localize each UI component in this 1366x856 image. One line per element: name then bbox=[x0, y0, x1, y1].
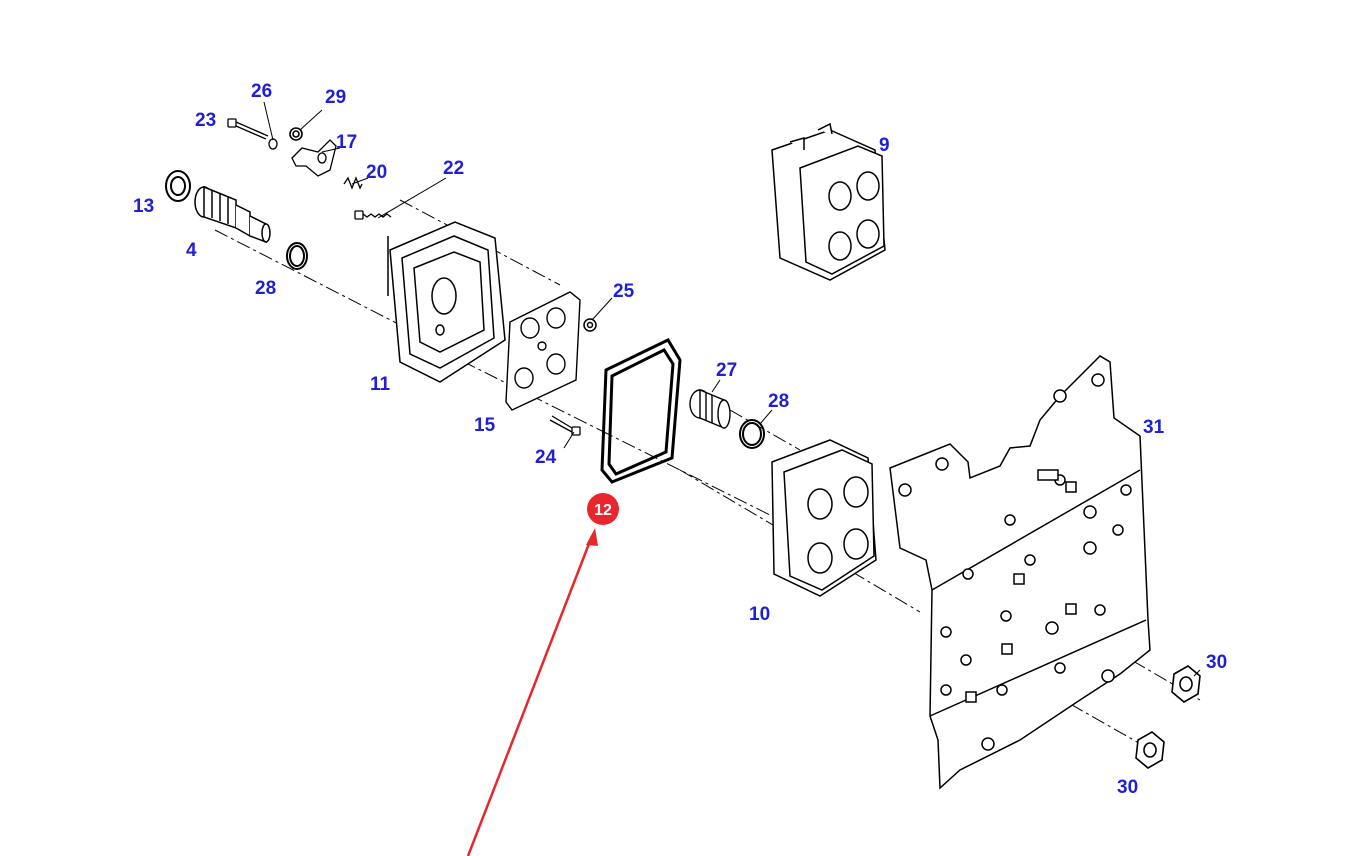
label-part-28-right[interactable]: 28 bbox=[768, 391, 789, 412]
part-13-seal-ring bbox=[165, 170, 191, 202]
label-part-24[interactable]: 24 bbox=[535, 447, 557, 468]
part-24-screw bbox=[549, 415, 581, 436]
label-part-22[interactable]: 22 bbox=[443, 158, 464, 179]
part-25-nut bbox=[583, 318, 597, 332]
label-part-31[interactable]: 31 bbox=[1143, 417, 1165, 438]
part-22-screw bbox=[354, 210, 392, 220]
part-4-connector bbox=[194, 185, 271, 244]
part-28-o-ring-left bbox=[286, 242, 308, 270]
part-11-housing bbox=[387, 221, 506, 383]
label-part-15[interactable]: 15 bbox=[474, 415, 496, 436]
label-part-17[interactable]: 17 bbox=[336, 132, 357, 153]
part-12-gasket bbox=[600, 338, 682, 484]
part-23-screw bbox=[227, 118, 269, 140]
label-part-13[interactable]: 13 bbox=[133, 196, 154, 217]
part-30-nut-upper bbox=[1171, 665, 1201, 703]
label-part-23[interactable]: 23 bbox=[195, 110, 216, 131]
part-26-washer bbox=[268, 138, 278, 150]
label-part-30-lower[interactable]: 30 bbox=[1117, 777, 1138, 798]
label-part-30-upper[interactable]: 30 bbox=[1206, 652, 1227, 673]
part-15-plate bbox=[505, 291, 581, 411]
label-part-27[interactable]: 27 bbox=[716, 360, 737, 381]
part-27-fitting bbox=[689, 388, 731, 430]
label-part-10[interactable]: 10 bbox=[749, 604, 770, 625]
label-part-11[interactable]: 11 bbox=[370, 374, 391, 395]
label-part-29[interactable]: 29 bbox=[325, 87, 346, 108]
highlight-arrow bbox=[466, 528, 598, 856]
part-labels: 23 26 29 17 20 22 13 4 28 11 25 15 24 27… bbox=[133, 81, 1227, 798]
label-part-9[interactable]: 9 bbox=[879, 135, 890, 156]
label-part-4[interactable]: 4 bbox=[186, 240, 197, 261]
part-30-nut-lower bbox=[1135, 731, 1165, 769]
part-31-mounting-frame bbox=[889, 355, 1151, 790]
part-10-valve-block bbox=[771, 439, 877, 597]
highlight-callout-badge[interactable]: 12 bbox=[587, 493, 619, 525]
part-28-o-ring-right bbox=[739, 419, 765, 449]
part-9-valve-block bbox=[771, 122, 886, 281]
label-part-20[interactable]: 20 bbox=[366, 162, 387, 183]
callout-number: 12 bbox=[594, 502, 612, 519]
label-part-25[interactable]: 25 bbox=[613, 281, 635, 302]
part-17-bracket bbox=[291, 139, 337, 177]
label-part-28-left[interactable]: 28 bbox=[255, 278, 276, 299]
part-29-nut bbox=[289, 127, 303, 141]
part-20-spring bbox=[343, 176, 363, 190]
leader-lines bbox=[263, 101, 1201, 677]
label-part-26[interactable]: 26 bbox=[251, 81, 272, 102]
